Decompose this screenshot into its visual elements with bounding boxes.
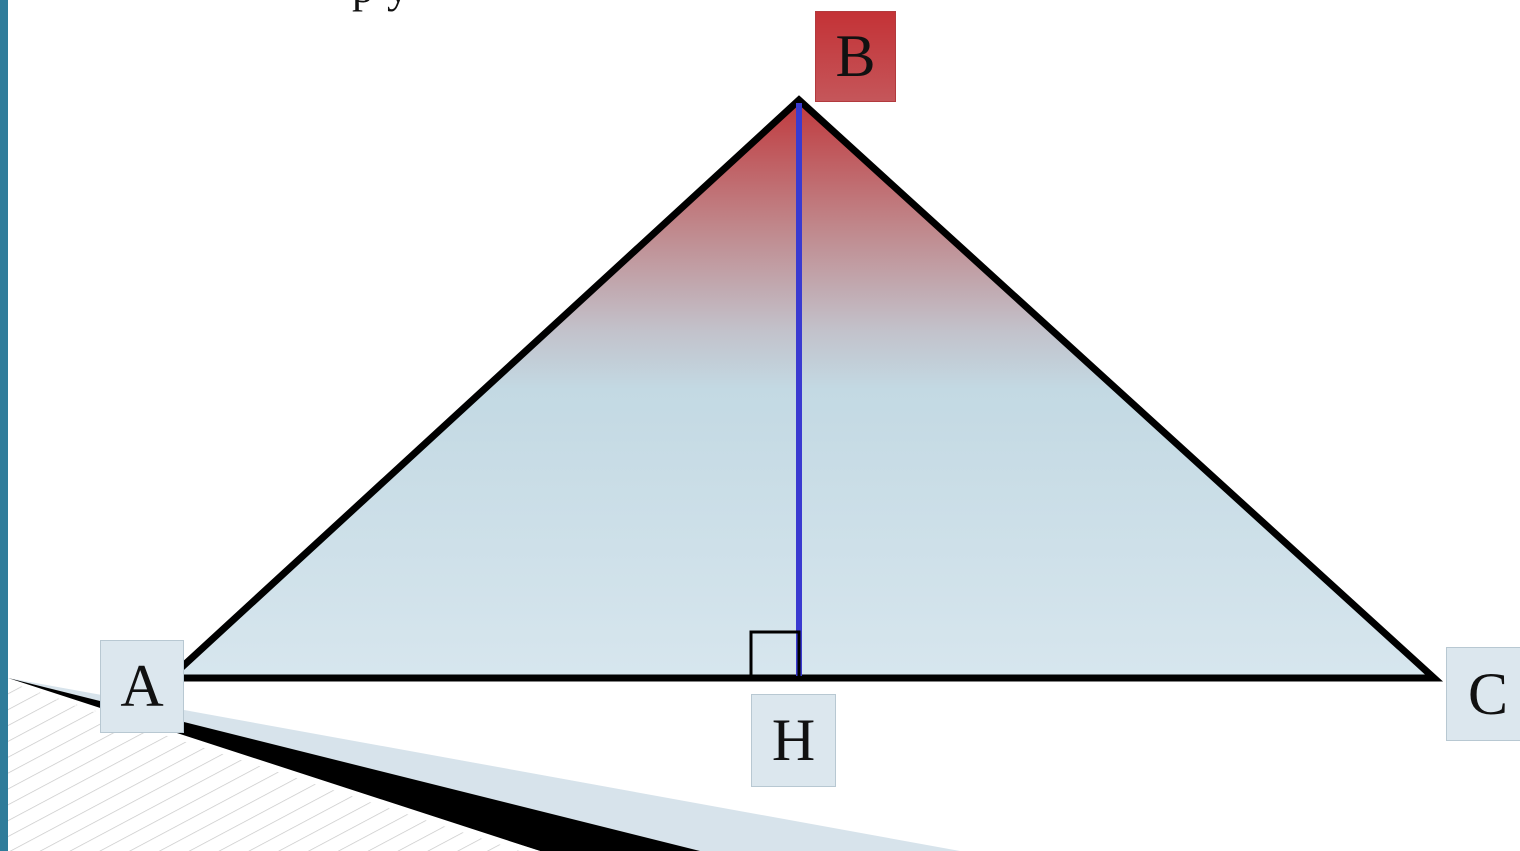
corner-light-band xyxy=(8,678,960,851)
vertex-label-b: B xyxy=(815,11,896,102)
right-angle-marker xyxy=(749,630,801,680)
left-accent-bar xyxy=(0,0,8,851)
foot-label-h: H xyxy=(751,694,836,787)
slide-title-fragment: р у xyxy=(352,0,410,10)
vertex-label-a: A xyxy=(100,640,184,733)
vertex-label-c: C xyxy=(1446,647,1520,741)
